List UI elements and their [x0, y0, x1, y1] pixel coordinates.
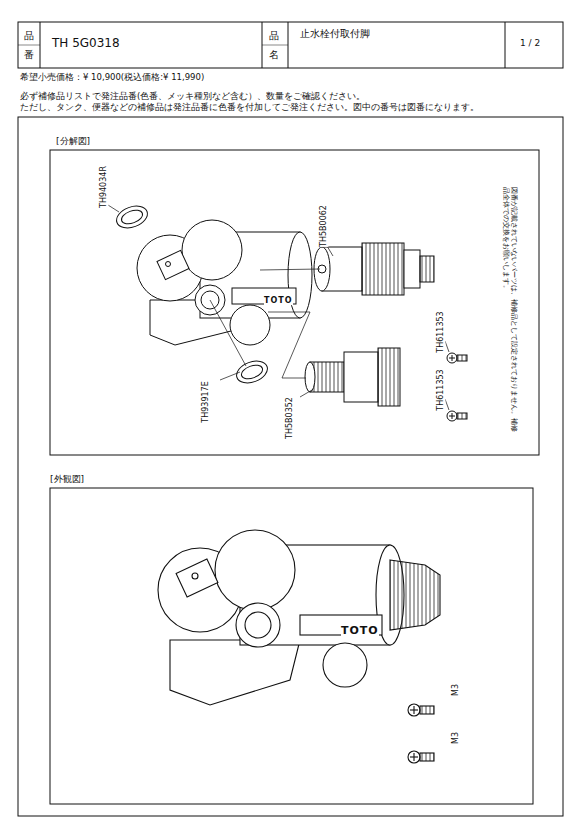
- callout-number: TH611353: [436, 369, 445, 410]
- frames: [18, 22, 563, 816]
- callout-number: TH5B0062: [319, 205, 328, 247]
- callout-number: TH611353: [436, 311, 445, 352]
- part-number: TH 5G0318: [52, 37, 120, 51]
- note-text: ただし、タンク、便器などの補修品は発注品番に色番を付加してご発注ください。図中の…: [20, 103, 479, 113]
- header-label: 品名: [269, 26, 279, 64]
- callout-number: TH94034R: [99, 166, 108, 208]
- page-number: 1 / 2: [520, 38, 540, 48]
- brand-mark: TOTO: [264, 296, 293, 305]
- header-label: 品番: [24, 26, 34, 64]
- section-heading: [分解図]: [56, 136, 90, 146]
- callout-number: TH5B0352: [285, 397, 294, 439]
- price-text: 希望小売価格：¥ 10,900(税込価格:¥ 11,990): [20, 73, 204, 83]
- leader-lines: [108, 205, 449, 410]
- part-name: 止水栓付取付脚: [300, 28, 370, 40]
- callout-number: TH93917E: [201, 381, 210, 422]
- brand-mark: TOTO: [341, 625, 379, 638]
- screw-size: M3: [451, 684, 460, 696]
- assembled-valve: [158, 530, 440, 763]
- vertical-note: 図番が記載されていないパーツは、補修品として設定されておりません。補修品全体での…: [502, 187, 518, 437]
- section-heading: [外観図]: [50, 474, 84, 484]
- note-text: 必ず補修品リストで発注品番(色番、メッキ種別など含む）、数量をご確認ください。: [20, 92, 365, 102]
- exploded-valve: [114, 202, 467, 421]
- screw-size: M3: [451, 732, 460, 744]
